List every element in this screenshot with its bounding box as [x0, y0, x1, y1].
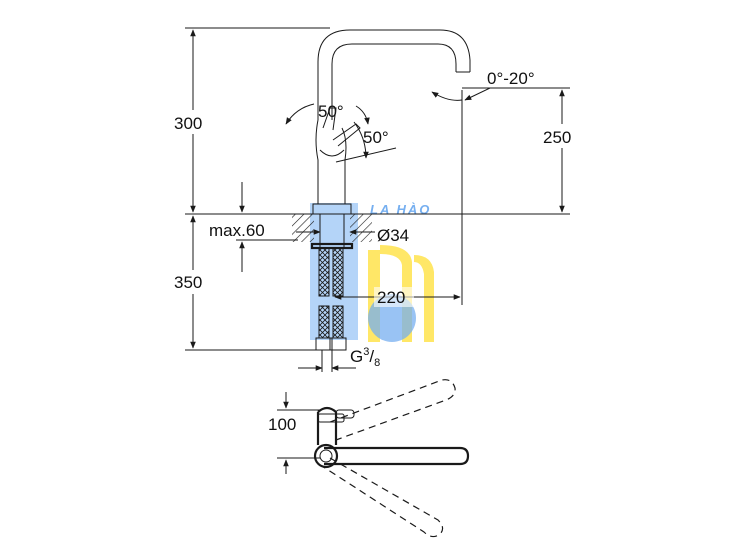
spout-position-upper [329, 379, 456, 441]
dim-thread-label: G3/8 [350, 346, 380, 369]
dim-lever-top-label: 50° [318, 102, 344, 121]
spout-position-lower [321, 457, 444, 538]
dimension-220: 220 [334, 287, 461, 307]
dimension-lever-top: 50° [285, 102, 370, 125]
countertop-section-left [292, 214, 314, 242]
dim-220-label: 220 [377, 288, 405, 307]
hose-upper-left [318, 247, 330, 297]
dimension-thread: G3/8 [298, 346, 380, 372]
hose-upper-right [332, 247, 344, 297]
dimension-300: 300 [172, 29, 216, 213]
watermark-yellow-arc-2 [414, 255, 434, 342]
dimension-250: 250 [540, 89, 584, 213]
dim-lever-side-label: 50° [363, 128, 389, 147]
dim-diameter-label: Ø34 [377, 226, 409, 245]
dimension-max60: max.60 [209, 182, 298, 272]
plan-body [316, 412, 338, 445]
plan-base-outer [313, 443, 339, 469]
body-detail [319, 149, 345, 157]
faucet-side-view [292, 29, 471, 360]
faucet-body [315, 119, 347, 205]
dim-max60-label: max.60 [209, 221, 265, 240]
spout-inner [331, 43, 457, 120]
dimension-lever-side: 50° [335, 121, 397, 163]
mounting-nut [310, 242, 354, 250]
plan-body-top [317, 406, 337, 413]
faucet-plan-view [313, 379, 470, 538]
hose-fitting-right [329, 337, 347, 351]
watermark-text: LA HÀO [370, 202, 431, 217]
dimension-100: 100 [268, 392, 320, 474]
hose-fitting-left [315, 337, 333, 351]
plan-lever-knob [335, 409, 355, 419]
hose-lower-left [318, 305, 330, 339]
lever-open [332, 123, 361, 147]
dim-250-label: 250 [543, 128, 571, 147]
dimension-350: 350 [172, 215, 216, 349]
spout-outer [317, 29, 471, 120]
plan-base-inner [319, 449, 333, 463]
lever-up [322, 107, 337, 131]
dim-350-label: 350 [174, 273, 202, 292]
dim-300-label: 300 [174, 114, 202, 133]
dim-100-label: 100 [268, 415, 296, 434]
lever-side-leader [335, 147, 397, 163]
dim-swivel-label: 0°-20° [487, 69, 535, 88]
dimension-swivel: 0°-20° [431, 69, 545, 101]
hose-lower-right [332, 305, 344, 339]
spout-position-centre [324, 446, 470, 466]
countertop-section-right [350, 214, 372, 242]
